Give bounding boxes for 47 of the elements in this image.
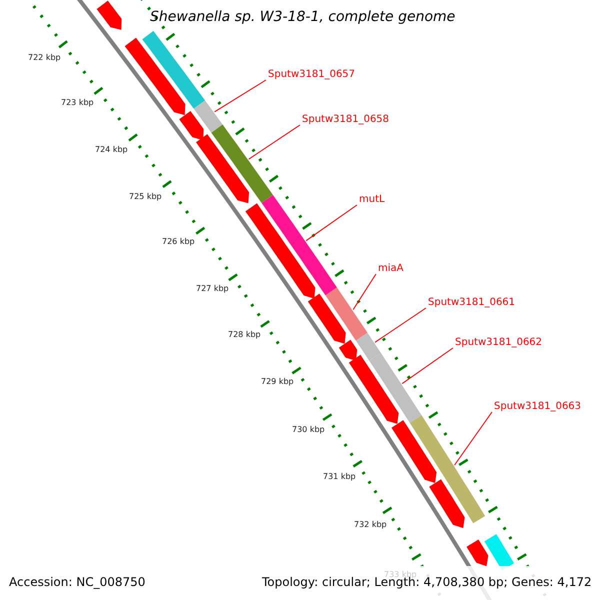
- gene-block: [196, 134, 250, 204]
- gene-block: [308, 294, 346, 344]
- leader-line: [352, 274, 376, 310]
- gene-label: miaA: [378, 264, 404, 274]
- gene-bar: [142, 30, 205, 109]
- gene-label: Sputw3181_0663: [494, 402, 582, 412]
- gene-block: [348, 354, 399, 424]
- gene-block: [179, 111, 204, 140]
- gene-block: [96, 0, 122, 30]
- scale-label: 723 kbp: [61, 99, 94, 107]
- gene-block: [338, 340, 358, 361]
- gene-bar: [211, 124, 273, 203]
- scale-label: 731 kbp: [323, 473, 356, 481]
- scale-label: 728 kbp: [228, 331, 261, 339]
- gene-label: Sputw3181_0662: [455, 338, 542, 348]
- gene-block: [245, 203, 316, 299]
- gene-bar: [326, 288, 368, 341]
- gene-bar: [410, 415, 486, 524]
- gene-block: [392, 420, 437, 483]
- footer-text: Topology: circular; Length: 4,708,380 bp; Genes: 4,172: [262, 576, 592, 588]
- leader-line: [306, 204, 358, 242]
- leader-line: [402, 348, 454, 384]
- leader-line: [248, 124, 300, 160]
- gene-label: Sputw3181_0657: [268, 70, 356, 80]
- footer-text: Accession: NC_008750: [9, 576, 146, 588]
- gene-bar: [369, 352, 422, 423]
- scale-label: 729 kbp: [261, 378, 294, 386]
- scale-label: 722 kbp: [28, 54, 61, 62]
- title: Shewanella sp. W3-18-1, complete genome: [150, 10, 456, 24]
- leader-line: [374, 308, 426, 343]
- scale-label: 724 kbp: [95, 146, 128, 154]
- scale-label: 730 kbp: [292, 426, 325, 434]
- gene-label: mutL: [359, 195, 385, 205]
- scale-label: 726 kbp: [162, 238, 195, 246]
- gene-block: [466, 540, 488, 566]
- gene-bar: [194, 100, 223, 133]
- gene-block: [124, 38, 186, 116]
- leader-line: [454, 412, 492, 466]
- gene-label: Sputw3181_0658: [302, 115, 390, 125]
- gene-label: Sputw3181_0661: [428, 298, 516, 308]
- scale-label: 725 kbp: [129, 193, 162, 201]
- leader-line: [214, 80, 266, 112]
- gene-bar: [356, 332, 381, 361]
- gene-block: [429, 479, 465, 528]
- scale-label: 727 kbp: [196, 285, 229, 293]
- gene-bar: [262, 195, 337, 296]
- scale-label: 732 kbp: [354, 521, 387, 529]
